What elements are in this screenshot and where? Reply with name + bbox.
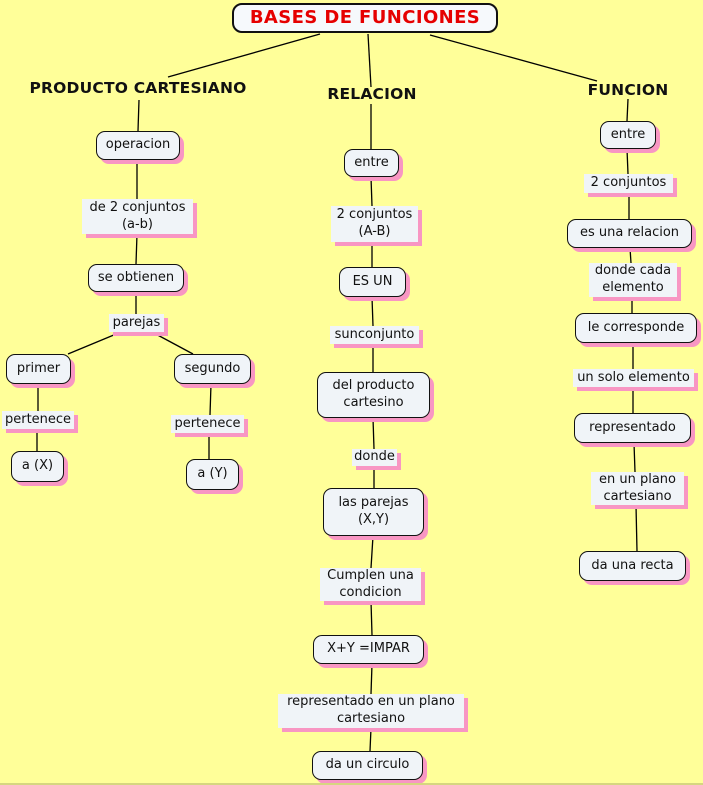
label-2-conjuntos: 2 conjuntos	[584, 174, 673, 193]
label-donde-cada-elemento: donde cada elemento	[589, 263, 677, 297]
label-un-solo-elemento: un solo elemento	[573, 369, 694, 387]
node-es-una-relacion: es una relacion	[567, 219, 692, 248]
label-sunconjunto: sunconjunto	[330, 326, 419, 344]
node-segundo: segundo	[174, 354, 251, 384]
heading-relacion: RELACION	[327, 85, 417, 104]
node-las-parejas-xy: las parejas (X,Y)	[323, 488, 424, 536]
edge-title-producto	[167, 33, 321, 78]
node-da-un-circulo: da un circulo	[312, 751, 423, 780]
edge-title-funcion	[429, 34, 598, 82]
edge-title-relacion	[367, 33, 372, 88]
node-entre-funcion: entre	[600, 121, 656, 149]
node-le-corresponde: le corresponde	[575, 313, 697, 343]
node-x-mas-y-impar: X+Y =IMPAR	[313, 635, 424, 664]
node-entre-relacion: entre	[344, 149, 399, 177]
label-representado-en-un-plano: representado en un plano cartesiano	[278, 694, 464, 728]
heading-producto-cartesiano: PRODUCTO CARTESIANO	[29, 79, 247, 98]
map-title: BASES DE FUNCIONES	[232, 3, 498, 33]
node-del-producto-cartesino: del producto cartesino	[317, 372, 430, 418]
label-de-2-conjuntos: de 2 conjuntos (a-b)	[82, 199, 193, 234]
label-en-un-plano-cartesiano: en un plano cartesiano	[591, 472, 684, 505]
label-pertenece-derecha: pertenece	[171, 415, 244, 433]
node-primer: primer	[6, 354, 71, 384]
node-da-una-recta: da una recta	[579, 551, 686, 581]
node-a-y: a (Y)	[186, 459, 239, 490]
label-donde: donde	[352, 449, 397, 466]
label-2-conjuntos-ab: 2 conjuntos (A-B)	[331, 206, 418, 242]
node-es-un: ES UN	[339, 267, 406, 297]
label-cumplen-una-condicion: Cumplen una condicion	[320, 568, 421, 601]
label-pertenece-izquierda: pertenece	[2, 411, 74, 429]
label-parejas: parejas	[109, 314, 164, 332]
node-se-obtienen: se obtienen	[88, 264, 184, 292]
node-a-x: a (X)	[11, 451, 64, 482]
node-representado: representado	[574, 413, 691, 443]
node-operacion: operacion	[96, 131, 180, 160]
heading-funcion: FUNCION	[587, 81, 669, 100]
